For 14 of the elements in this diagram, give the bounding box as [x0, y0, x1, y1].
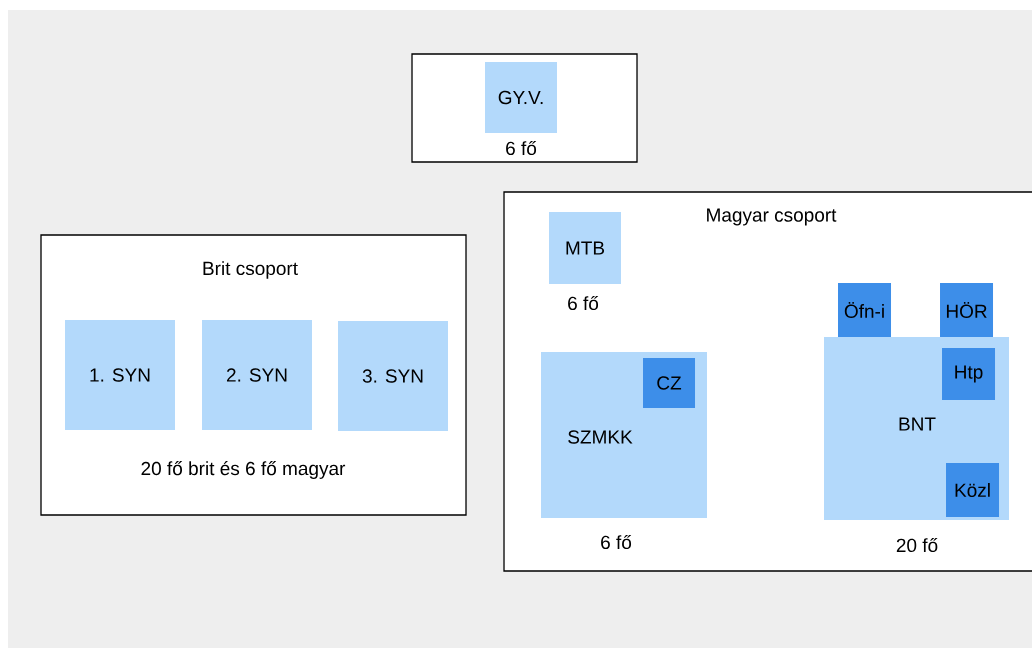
- sub-unit-box: Htp: [942, 348, 995, 400]
- sub-unit-box: Öfn-i: [838, 283, 891, 337]
- sub-unit-box: Közl: [946, 463, 999, 517]
- sub-unit-box: HÖR: [940, 283, 993, 337]
- headcount-label: 6 fő: [568, 295, 599, 311]
- headcount-label: 6 fő: [506, 140, 537, 156]
- headcount-label: 6 fő: [601, 534, 632, 550]
- unit-box: 1. SYN: [65, 320, 175, 430]
- unit-box: 2. SYN: [202, 320, 312, 430]
- unit-box: MTB: [549, 212, 621, 284]
- headcount-label: 20 fő: [896, 537, 938, 553]
- unit-box: 3. SYN: [338, 321, 448, 431]
- unit-box: GY.V.: [485, 62, 557, 133]
- sub-unit-box: CZ: [643, 358, 695, 408]
